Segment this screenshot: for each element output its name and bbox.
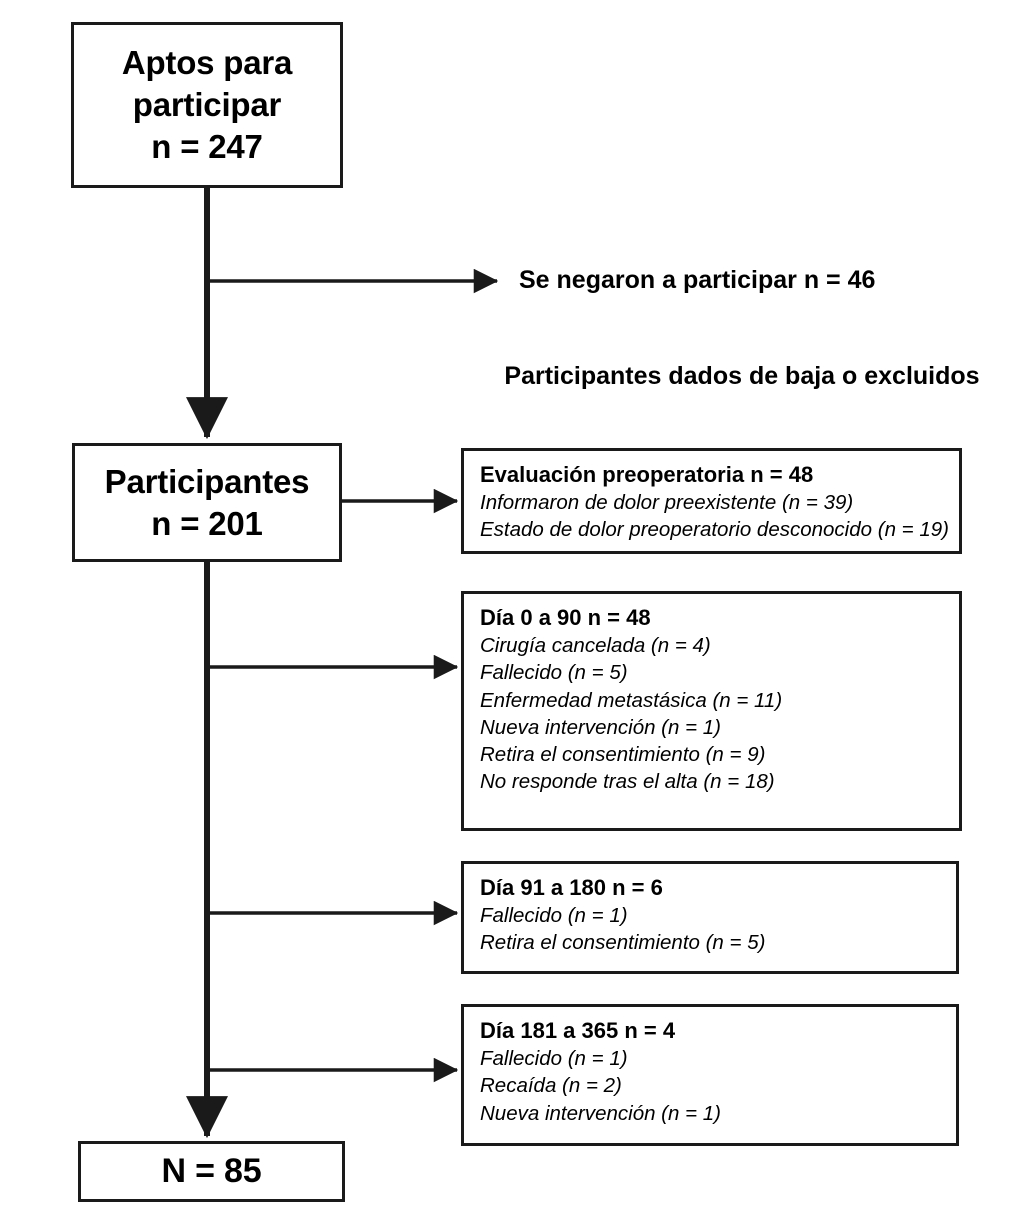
node-eligible-participants: Aptos para participar n = 247 [71, 22, 343, 188]
exclusion-title: Día 91 a 180 n = 6 [480, 875, 663, 900]
node-final-sample: N = 85 [78, 1141, 345, 1202]
exclusion-item: Informaron de dolor preexistente (n = 39… [480, 491, 854, 515]
exclusion-item: Retira el consentimiento (n = 9) [480, 743, 766, 767]
exclusion-body: Día 0 a 90 n = 48 Cirugía cancelada (n =… [464, 594, 959, 802]
label-refused-to-participate: Se negaron a participar n = 46 [519, 266, 876, 294]
exclusion-item: Fallecido (n = 5) [480, 661, 628, 685]
exclusion-item: Nueva intervención (n = 1) [480, 715, 722, 739]
exclusion-item: Nueva intervención (n = 1) [480, 1101, 722, 1125]
exclusion-item: Enfermedad metastásica (n = 11) [480, 688, 783, 712]
exclusion-item: Estado de dolor preoperatorio desconocid… [480, 518, 949, 542]
node-exclusion-day-181-365: Día 181 a 365 n = 4 Fallecido (n = 1) Re… [461, 1004, 959, 1146]
exclusion-item: Fallecido (n = 1) [480, 904, 628, 928]
node-eligible-count: n = 247 [151, 127, 263, 165]
node-participants-label: Participantes [104, 462, 310, 500]
exclusion-item: No responde tras el alta (n = 18) [480, 770, 775, 794]
exclusion-item: Fallecido (n = 1) [480, 1047, 628, 1071]
node-eligible-line-1: Aptos para [121, 44, 293, 82]
node-exclusion-day-91-180: Día 91 a 180 n = 6 Fallecido (n = 1) Ret… [461, 861, 959, 974]
exclusion-body: Día 91 a 180 n = 6 Fallecido (n = 1) Ret… [464, 864, 956, 963]
exclusion-item: Retira el consentimiento (n = 5) [480, 931, 766, 955]
exclusion-title: Día 0 a 90 n = 48 [480, 605, 651, 630]
exclusion-title: Día 181 a 365 n = 4 [480, 1018, 676, 1043]
exclusion-item: Recaída (n = 2) [480, 1074, 622, 1098]
exclusion-item: Cirugía cancelada (n = 4) [480, 634, 711, 658]
node-exclusion-day-0-90: Día 0 a 90 n = 48 Cirugía cancelada (n =… [461, 591, 962, 831]
node-participants-count: n = 201 [151, 504, 263, 542]
label-excluded-header: Participantes dados de baja o excluidos [504, 362, 980, 390]
node-eligible-line-2: participar [132, 86, 282, 124]
exclusion-body: Evaluación preoperatoria n = 48 Informar… [464, 451, 959, 550]
exclusion-title: Evaluación preoperatoria n = 48 [480, 462, 814, 487]
node-participants: Participantes n = 201 [72, 443, 342, 562]
exclusion-body: Día 181 a 365 n = 4 Fallecido (n = 1) Re… [464, 1007, 956, 1133]
node-final-count: N = 85 [161, 1151, 262, 1190]
node-exclusion-preop: Evaluación preoperatoria n = 48 Informar… [461, 448, 962, 554]
